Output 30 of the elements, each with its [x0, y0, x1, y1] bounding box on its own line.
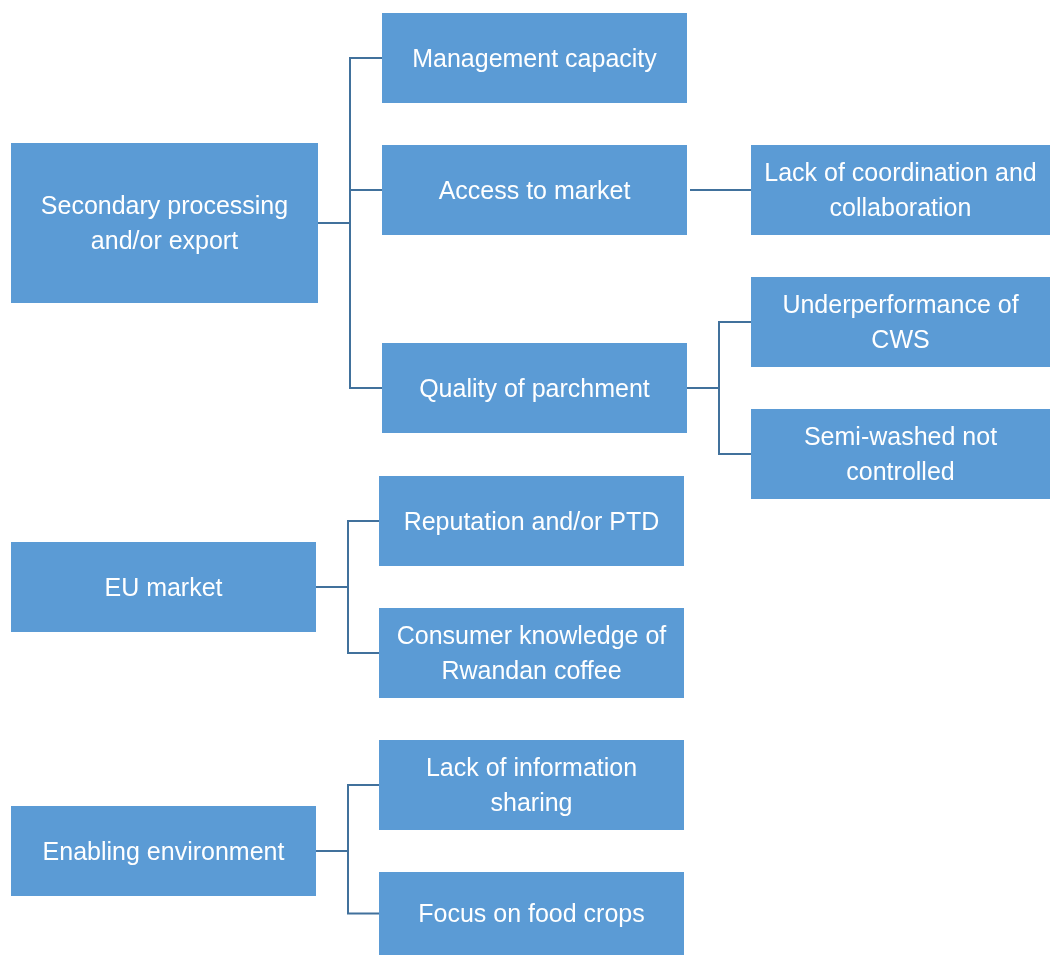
process-box — [379, 872, 684, 955]
process-box — [751, 409, 1050, 499]
process-box — [382, 13, 687, 103]
box-label: Enabling environment — [42, 835, 285, 867]
process-box — [751, 277, 1050, 367]
box-label: Management capacity — [412, 42, 657, 74]
process-box — [379, 740, 684, 830]
box-label: Quality of parchment — [419, 372, 650, 404]
box-label: Consumer knowledge of Rwandan coffee — [395, 620, 668, 686]
process-box — [382, 145, 687, 235]
box-label: Semi-washed not controlled — [802, 421, 999, 487]
process-box — [11, 806, 316, 896]
connector-line — [689, 189, 752, 191]
box-label: Underperformance of CWS — [781, 289, 1020, 355]
process-box — [11, 542, 316, 632]
process-box — [11, 143, 318, 303]
box-label: Focus on food crops — [418, 898, 645, 929]
box-label: Lack of coordination and collaboration — [763, 157, 1038, 223]
box-label: Lack of information sharing — [424, 752, 639, 818]
process-box — [382, 343, 687, 433]
process-box — [751, 145, 1050, 235]
connector-line — [317, 222, 383, 389]
box-label: Access to market — [438, 174, 631, 206]
connector-line — [315, 586, 380, 654]
process-box — [379, 476, 684, 566]
box-label: EU market — [104, 571, 223, 603]
process-box — [379, 608, 684, 698]
connector-line — [686, 387, 752, 455]
box-label: Secondary processing and/or export — [39, 190, 290, 256]
box-label: Reputation and/or PTD — [403, 505, 660, 537]
